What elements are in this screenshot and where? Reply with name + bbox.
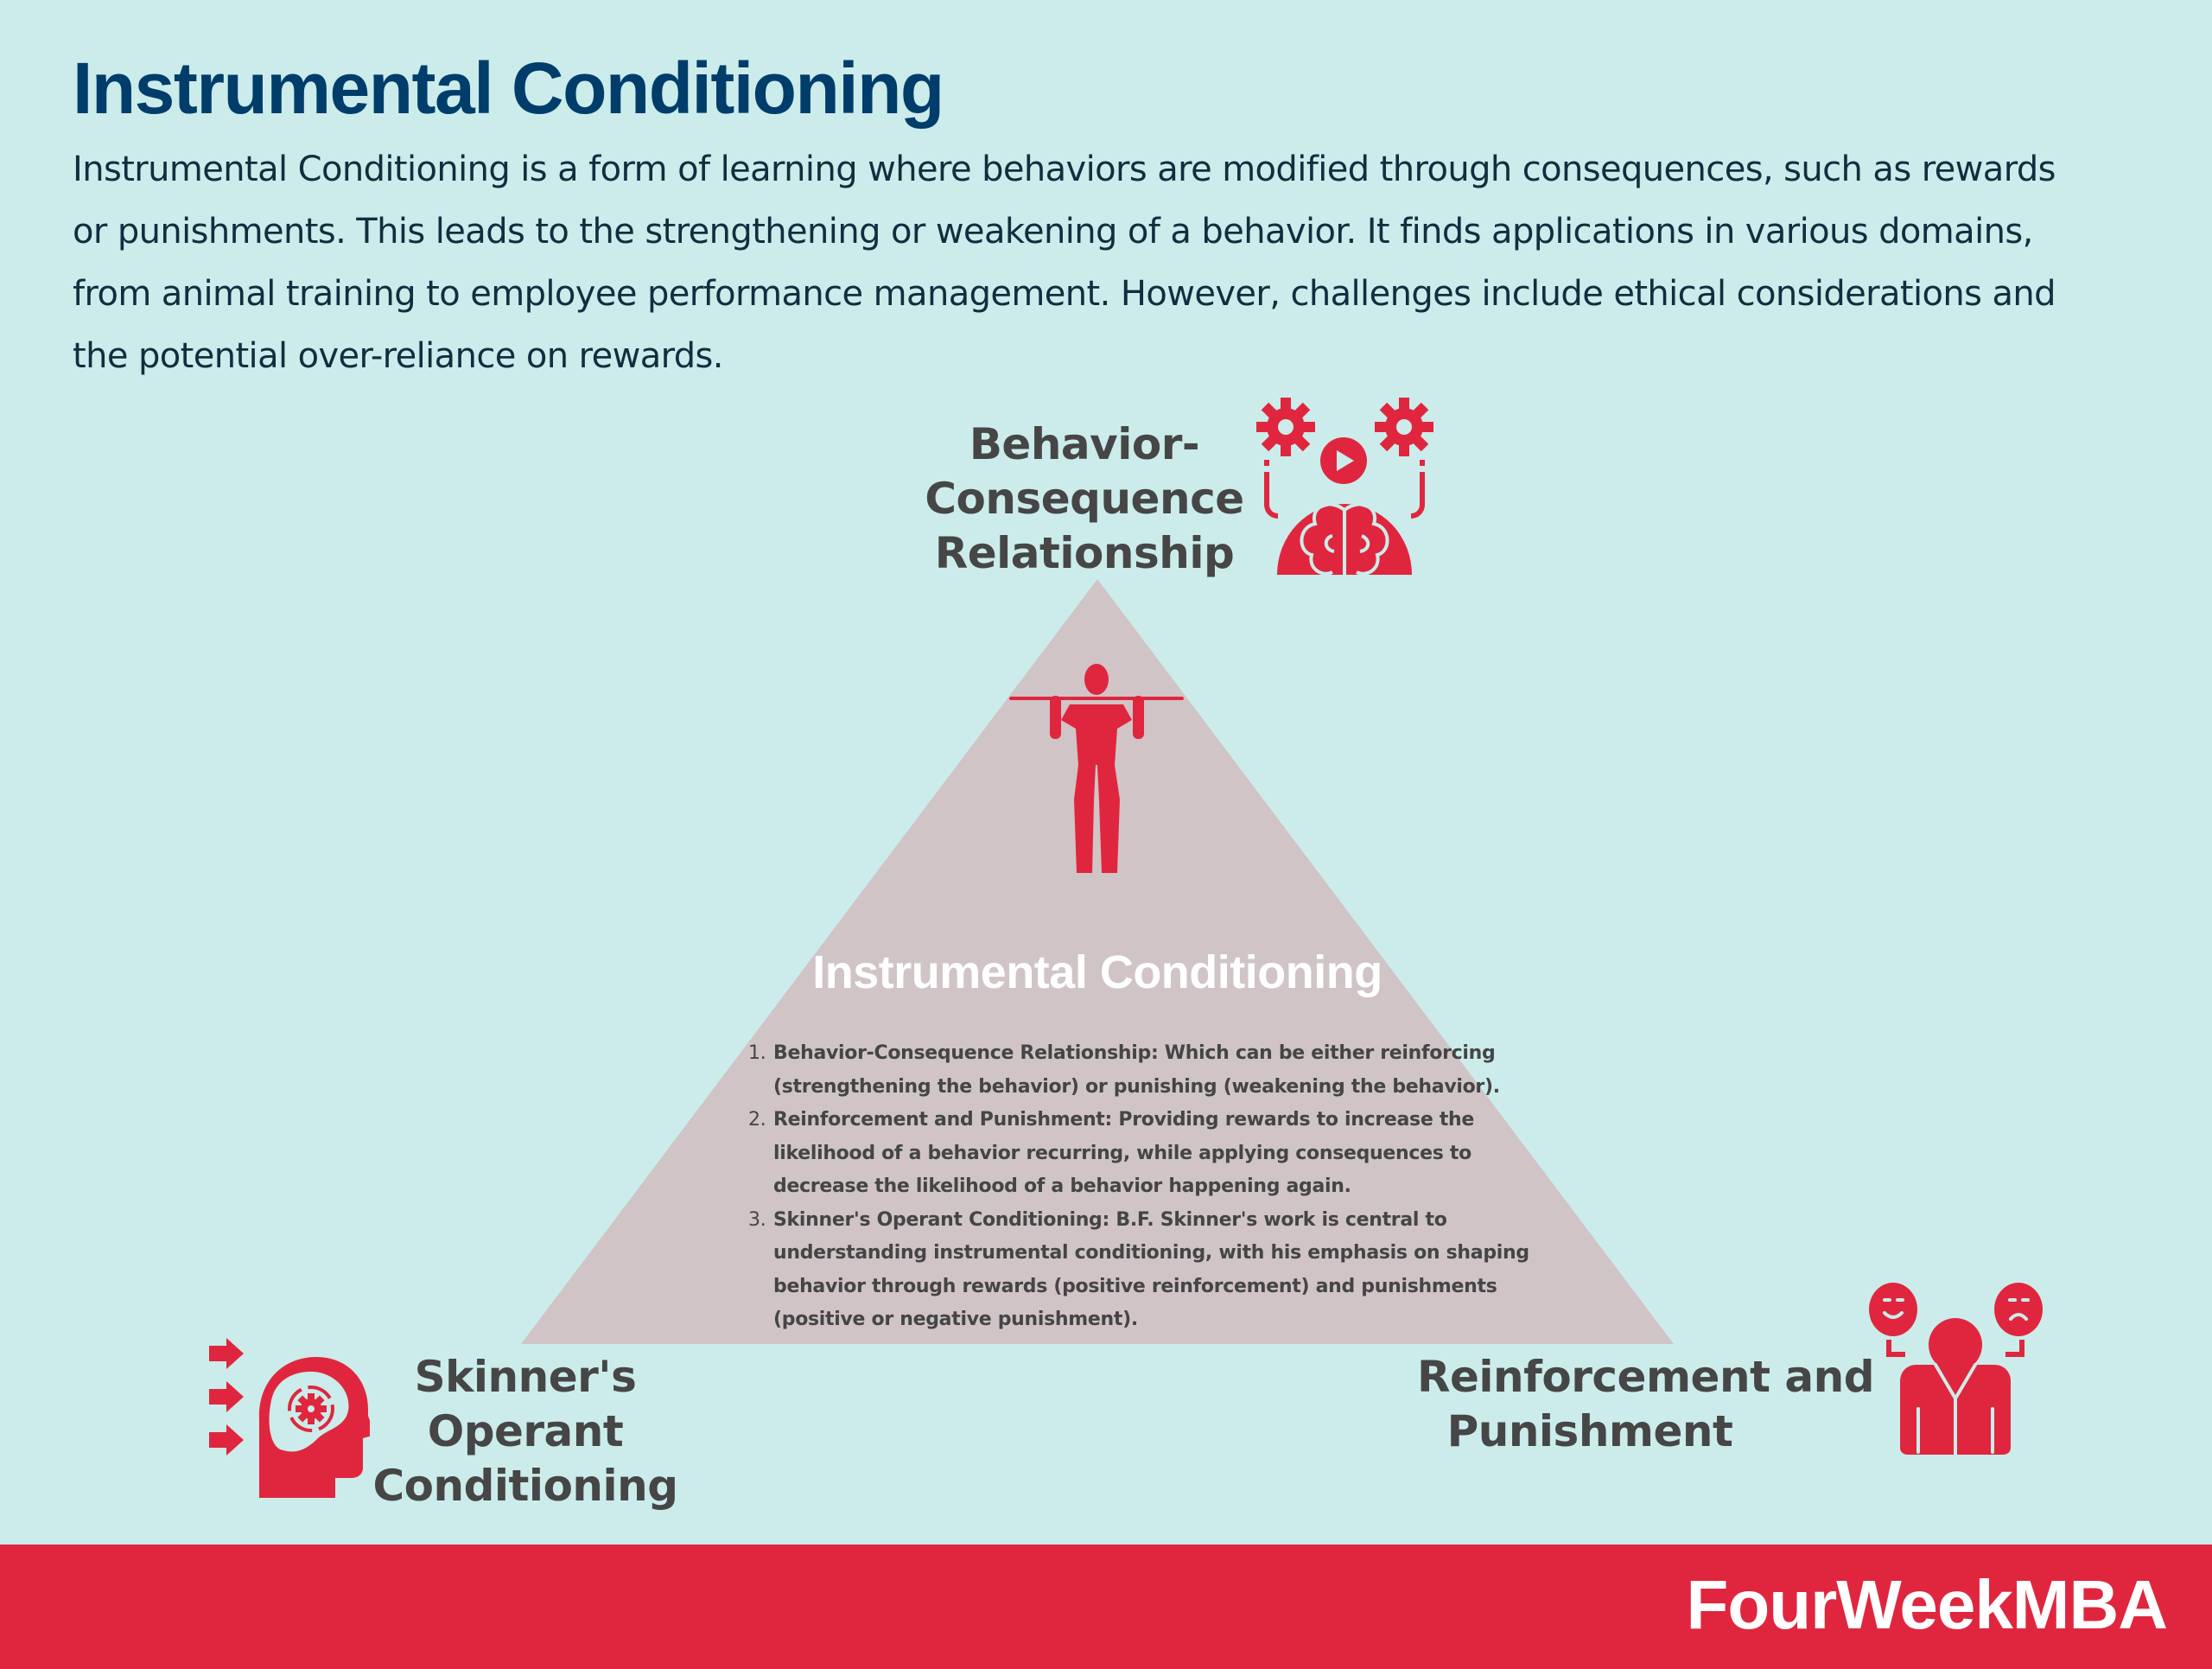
node-label-line: Skinner's (414, 1352, 637, 1402)
intro-line: Instrumental Conditioning is a form of l… (73, 150, 2056, 189)
list-item: 2. Reinforcement and Punishment: Providi… (748, 1104, 1509, 1204)
list-item-line: (strengthening the behavior) or punishin… (773, 1075, 1500, 1098)
head-gear-arrows-icon (209, 1338, 370, 1498)
list-item-line: decrease the likelihood of a behavior ha… (773, 1175, 1351, 1197)
list-number: 1. (748, 1042, 766, 1064)
list-item: 1. Behavior-Consequence Relationship: Wh… (748, 1037, 1509, 1104)
list-item-line: (positive or negative punishment). (773, 1309, 1138, 1330)
node-label-line: Behavior- (969, 419, 1200, 469)
list-item-line: Behavior-Consequence Relationship: Which… (773, 1042, 1496, 1064)
person-happy-sad-faces-icon (1869, 1283, 2043, 1456)
intro-paragraph: Instrumental Conditioning is a form of l… (73, 138, 2164, 387)
node-label-reinforcement-punishment: Reinforcement and Punishment (1417, 1350, 1875, 1459)
node-label-line: Operant (427, 1406, 624, 1456)
node-label-skinners-operant-conditioning: Skinner's Operant Conditioning (363, 1350, 688, 1513)
node-label-line: Consequence (925, 474, 1244, 524)
list-item-line: Reinforcement and Punishment: Providing … (773, 1109, 1475, 1131)
intro-line: or punishments. This leads to the streng… (73, 212, 2033, 252)
brand-logo-text[interactable]: FourWeekMBA (1686, 1566, 2168, 1643)
pull-up-person-icon (1009, 664, 1184, 873)
node-label-line: Punishment (1446, 1406, 1733, 1456)
list-number: 2. (748, 1109, 766, 1131)
list-item-line: likelihood of a behavior recurring, whil… (773, 1142, 1471, 1164)
brain-gears-play-icon (1256, 398, 1433, 579)
list-item-line: behavior through rewards (positive reinf… (773, 1275, 1497, 1297)
list-number: 3. (748, 1208, 766, 1231)
center-title: Instrumental Conditioning (812, 946, 1382, 998)
node-label-line: Relationship (934, 528, 1235, 578)
intro-line: from animal training to employee perform… (73, 274, 2056, 314)
footer-banner: FourWeekMBA (0, 1545, 2212, 1669)
list-item-line: understanding instrumental conditioning,… (773, 1242, 1529, 1264)
key-points-list: 1. Behavior-Consequence Relationship: Wh… (748, 1037, 1529, 1337)
node-label-line: Conditioning (372, 1461, 678, 1511)
node-label-behavior-consequence: Behavior- Consequence Relationship (916, 417, 1253, 581)
list-item: 3. Skinner's Operant Conditioning: B.F. … (748, 1204, 1529, 1337)
intro-line: the potential over-reliance on rewards. (73, 336, 723, 376)
node-label-line: Reinforcement and (1417, 1352, 1875, 1402)
list-item-line: Skinner's Operant Conditioning: B.F. Ski… (773, 1208, 1447, 1231)
page-title: Instrumental Conditioning (73, 48, 944, 129)
